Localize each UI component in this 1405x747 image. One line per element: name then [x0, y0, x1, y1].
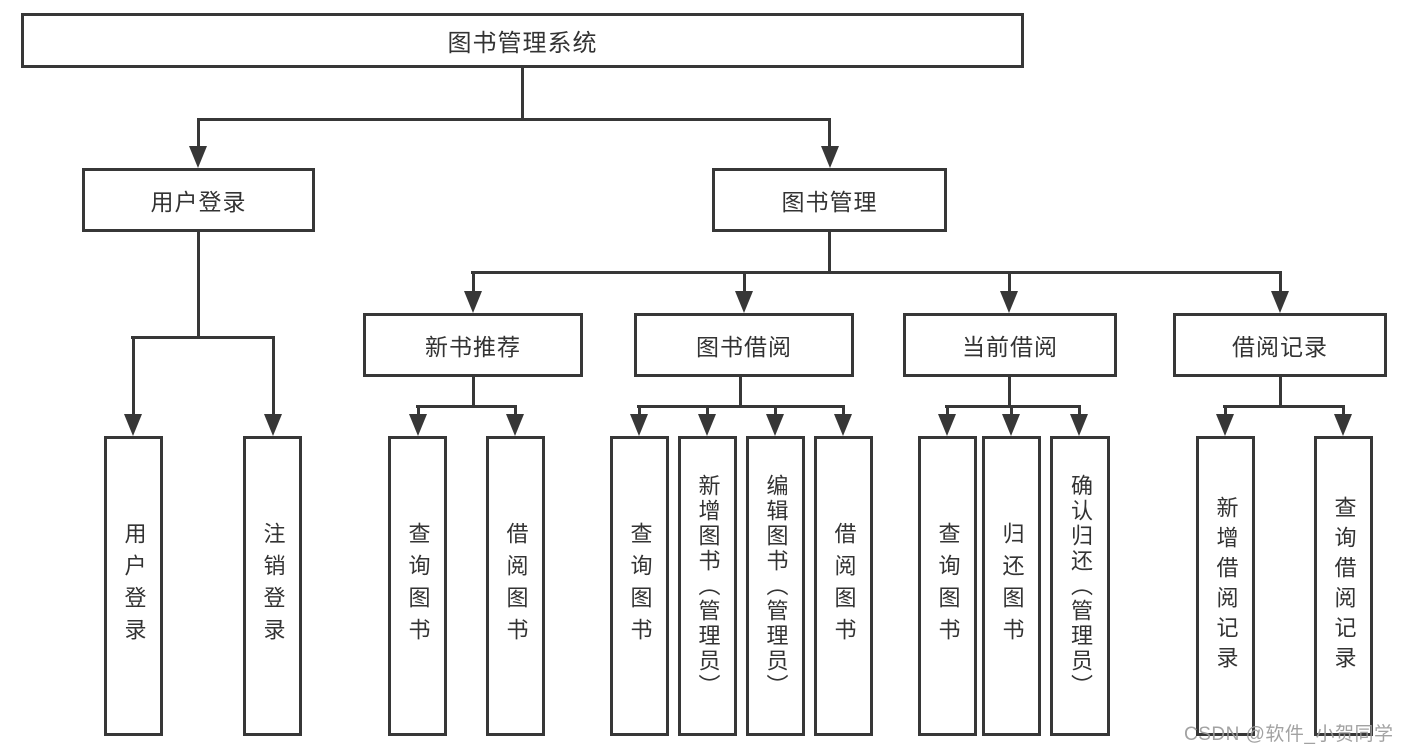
arrow-down-icon [938, 414, 956, 436]
connector-line [1342, 405, 1345, 415]
node-new-book-recommend-label: 新书推荐 [425, 334, 521, 360]
node-borrow-records: 借阅记录 [1173, 313, 1387, 377]
leaf-query-books-1: 查询图书 [388, 436, 447, 736]
connector-line [472, 377, 475, 407]
node-book-borrow: 图书借阅 [634, 313, 854, 377]
arrow-down-icon [630, 414, 648, 436]
leaf-logout: 注销登录 [243, 436, 302, 736]
connector-line [739, 377, 742, 407]
connector-line [471, 271, 1282, 274]
connector-line [1010, 405, 1013, 415]
connector-line [774, 405, 777, 415]
arrow-down-icon [698, 414, 716, 436]
connector-line [842, 405, 845, 415]
leaf-borrow-books-1-label: 借阅图书 [503, 522, 529, 650]
connector-line [1279, 377, 1282, 407]
connector-line [637, 405, 845, 408]
leaf-return-book: 归还图书 [982, 436, 1041, 736]
connector-line [828, 232, 831, 274]
connector-line [1279, 271, 1282, 291]
leaf-query-books-3-label: 查询图书 [935, 522, 961, 650]
connector-line [521, 68, 524, 120]
connector-line [132, 336, 135, 414]
node-book-management: 图书管理 [712, 168, 947, 232]
arrow-down-icon [124, 414, 142, 436]
connector-line [197, 118, 200, 150]
arrow-down-icon [1000, 291, 1018, 313]
node-book-management-label: 图书管理 [781, 189, 878, 215]
leaf-add-book-admin-label: 新增图书（管理员） [695, 473, 721, 699]
node-borrow-records-label: 借阅记录 [1232, 334, 1328, 360]
arrow-down-icon [834, 414, 852, 436]
connector-line [272, 336, 275, 414]
leaf-edit-book-admin-label: 编辑图书（管理员） [763, 473, 789, 699]
connector-line [1008, 271, 1011, 291]
leaf-borrow-books-2: 借阅图书 [814, 436, 873, 736]
leaf-user-login: 用户登录 [104, 436, 163, 736]
leaf-add-borrow-record-label: 新增借阅记录 [1213, 496, 1239, 676]
connector-line [417, 405, 420, 415]
node-user-login-label: 用户登录 [150, 189, 247, 215]
arrow-down-icon [821, 146, 839, 168]
node-root-label: 图书管理系统 [447, 30, 598, 57]
arrow-down-icon [1271, 291, 1289, 313]
arrow-down-icon [735, 291, 753, 313]
leaf-query-books-3: 查询图书 [918, 436, 977, 736]
leaf-confirm-return-admin-label: 确认归还（管理员） [1068, 473, 1093, 699]
leaf-borrow-books-2-label: 借阅图书 [831, 522, 857, 650]
connector-line [197, 118, 831, 121]
connector-line [945, 405, 1081, 408]
leaf-query-books-1-label: 查询图书 [405, 522, 431, 650]
leaf-query-books-2: 查询图书 [610, 436, 669, 736]
connector-line [197, 232, 200, 336]
arrow-down-icon [409, 414, 427, 436]
connector-line [1078, 405, 1081, 415]
connector-line [131, 336, 275, 339]
arrow-down-icon [1334, 414, 1352, 436]
leaf-add-borrow-record: 新增借阅记录 [1196, 436, 1255, 736]
arrow-down-icon [189, 146, 207, 168]
watermark-text: CSDN @软件_小贺同学 [1184, 724, 1394, 745]
arrow-down-icon [1002, 414, 1020, 436]
node-current-borrow-label: 当前借阅 [962, 334, 1058, 360]
connector-line [472, 271, 475, 291]
arrow-down-icon [1216, 414, 1234, 436]
arrow-down-icon [506, 414, 524, 436]
connector-line [828, 118, 831, 150]
arrow-down-icon [264, 414, 282, 436]
leaf-borrow-books-1: 借阅图书 [486, 436, 545, 736]
node-current-borrow: 当前借阅 [903, 313, 1117, 377]
leaf-user-login-label: 用户登录 [121, 522, 147, 650]
leaf-query-borrow-record: 查询借阅记录 [1314, 436, 1373, 736]
leaf-query-borrow-record-label: 查询借阅记录 [1331, 496, 1357, 676]
connector-line [514, 405, 517, 415]
leaf-confirm-return-admin: 确认归还（管理员） [1050, 436, 1110, 736]
leaf-return-book-label: 归还图书 [999, 522, 1025, 650]
node-new-book-recommend: 新书推荐 [363, 313, 583, 377]
node-book-borrow-label: 图书借阅 [696, 334, 792, 360]
node-root: 图书管理系统 [21, 13, 1024, 68]
connector-line [743, 271, 746, 291]
connector-line [946, 405, 949, 415]
leaf-add-book-admin: 新增图书（管理员） [678, 436, 737, 736]
leaf-logout-label: 注销登录 [260, 522, 286, 650]
arrow-down-icon [464, 291, 482, 313]
connector-line [1223, 405, 1345, 408]
connector-line [416, 405, 517, 408]
arrow-down-icon [1070, 414, 1088, 436]
leaf-query-books-2-label: 查询图书 [627, 522, 653, 650]
leaf-edit-book-admin: 编辑图书（管理员） [746, 436, 805, 736]
connector-line [706, 405, 709, 415]
node-user-login: 用户登录 [82, 168, 315, 232]
connector-line [1224, 405, 1227, 415]
arrow-down-icon [766, 414, 784, 436]
connector-line [638, 405, 641, 415]
connector-line [1008, 377, 1011, 407]
